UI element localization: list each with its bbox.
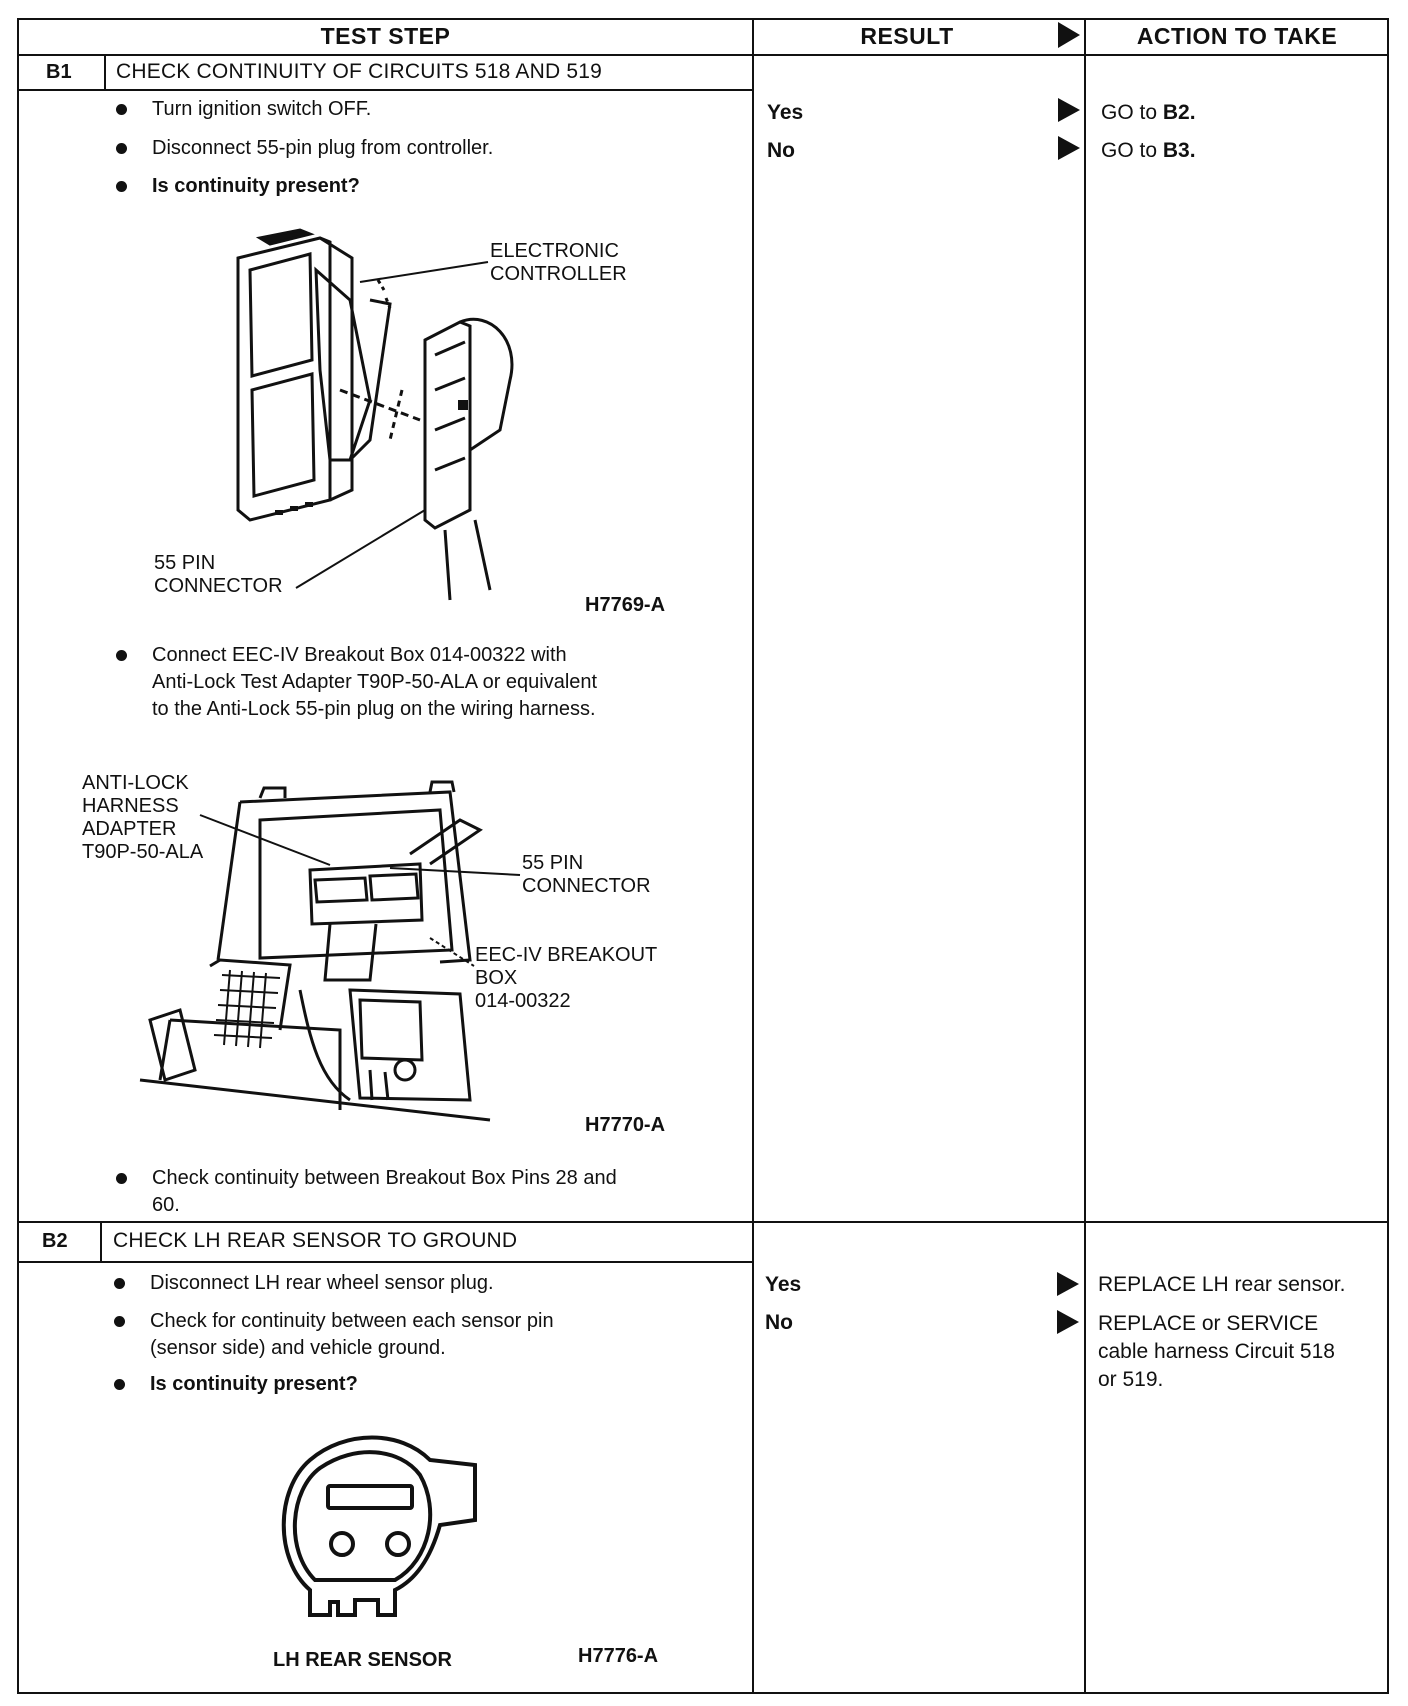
b2-action-no: REPLACE or SERVICE cable harness Circuit… (1098, 1310, 1335, 1394)
label-connector-2: CONNECTOR (522, 875, 651, 897)
b1-bullet-ignition: Turn ignition switch OFF. (116, 96, 372, 123)
b1-result-yes: Yes (767, 101, 804, 124)
bullet-icon (116, 1173, 127, 1184)
figure-code-h7776: H7776-A (578, 1645, 659, 1667)
b1-action-no-prefix: GO to (1101, 139, 1163, 162)
header-arrow-icon (1058, 22, 1080, 48)
b1-bullet-question-text: Is continuity present? (152, 175, 360, 197)
breakout-box-illustration (139, 780, 491, 1122)
b1-arrow-no-icon (1058, 136, 1080, 160)
label-55-pin-connector-2: 55 PIN CONNECTOR (522, 852, 651, 898)
b1-bullet-disconnect: Disconnect 55-pin plug from controller. (116, 135, 494, 162)
b2-arrow-no-icon (1057, 1310, 1079, 1334)
label-anti-lock: ANTI-LOCK (82, 772, 189, 794)
bullet-icon (116, 104, 127, 115)
bullet-icon (114, 1278, 125, 1289)
b1-action-yes-target: B2. (1162, 101, 1196, 124)
b1-action-yes: GO to B2. (1101, 99, 1196, 127)
b2-result-yes: Yes (765, 1273, 802, 1296)
b2-step-id: B2 (42, 1230, 68, 1252)
header-test-step: TEST STEP (320, 22, 451, 49)
b2-title-divider (17, 1261, 754, 1263)
b2-arrow-yes-icon (1057, 1272, 1079, 1296)
b1-bullet-connect-line1: Connect EEC-IV Breakout Box 014-00322 wi… (152, 644, 567, 666)
label-55-pin: 55 PIN (154, 552, 216, 574)
b1-bullet-check-line2: 60. (152, 1194, 180, 1216)
b2-step-title: CHECK LH REAR SENSOR TO GROUND (113, 1229, 518, 1252)
label-55-pin-connector: 55 PIN CONNECTOR (154, 552, 283, 598)
label-eec-iv-breakout: EEC-IV BREAKOUT (475, 944, 658, 966)
b1-bullet-connect: Connect EEC-IV Breakout Box 014-00322 wi… (116, 642, 598, 723)
label-adapter-part: T90P-50-ALA (82, 841, 204, 863)
label-lh-rear-sensor: LH REAR SENSOR (273, 1649, 452, 1671)
b1-title-divider (17, 89, 754, 91)
b2-step-divider (17, 1221, 1389, 1223)
bullet-icon (116, 181, 127, 192)
b1-bullet-check-line1: Check continuity between Breakout Box Pi… (152, 1167, 617, 1189)
b2-bullet-disconnect-text: Disconnect LH rear wheel sensor plug. (150, 1272, 494, 1294)
b1-bullet-disconnect-text: Disconnect 55-pin plug from controller. (152, 137, 494, 159)
b2-action-no-line1: REPLACE or SERVICE (1098, 1312, 1319, 1335)
b2-bullet-disconnect: Disconnect LH rear wheel sensor plug. (114, 1270, 494, 1297)
header-result: RESULT (860, 22, 954, 49)
label-adapter: ADAPTER (82, 818, 177, 840)
label-breakout-box: EEC-IV BREAKOUT BOX 014-00322 (475, 944, 657, 1013)
bullet-icon (116, 143, 127, 154)
controller-illustration (236, 228, 514, 601)
bullet-icon (114, 1379, 125, 1390)
label-electronic: ELECTRONIC (490, 240, 619, 262)
lh-rear-sensor-illustration (281, 1435, 477, 1617)
label-controller: CONTROLLER (490, 263, 627, 285)
header-action: ACTION TO TAKE (1136, 22, 1338, 49)
b1-action-no: GO to B3. (1101, 137, 1196, 165)
b2-bullet-check-line1: Check for continuity between each sensor… (150, 1310, 554, 1332)
column-divider-action (1084, 18, 1086, 1694)
b1-bullet-ignition-text: Turn ignition switch OFF. (152, 98, 372, 120)
label-55-pin-2: 55 PIN (522, 852, 584, 874)
label-anti-lock-adapter: ANTI-LOCK HARNESS ADAPTER T90P-50-ALA (82, 772, 203, 864)
b2-id-divider (100, 1221, 102, 1262)
b1-bullet-connect-line3: to the Anti-Lock 55-pin plug on the wiri… (152, 698, 596, 720)
b1-bullet-question: Is continuity present? (116, 173, 360, 200)
b1-arrow-yes-icon (1058, 98, 1080, 122)
b1-step-id: B1 (46, 61, 72, 83)
b2-action-no-line2: cable harness Circuit 518 (1098, 1340, 1335, 1363)
b2-action-yes: REPLACE LH rear sensor. (1098, 1273, 1346, 1296)
b2-bullet-question-text: Is continuity present? (150, 1373, 358, 1395)
label-box: BOX (475, 967, 518, 989)
figure-code-h7770: H7770-A (585, 1114, 666, 1136)
b1-action-yes-prefix: GO to (1101, 101, 1163, 124)
b2-action-no-line3: or 519. (1098, 1368, 1164, 1391)
b1-bullet-connect-line2: Anti-Lock Test Adapter T90P-50-ALA or eq… (152, 671, 598, 693)
b1-result-no: No (767, 139, 795, 162)
b2-bullet-question: Is continuity present? (114, 1371, 358, 1398)
label-electronic-controller: ELECTRONIC CONTROLLER (490, 240, 627, 286)
bullet-icon (116, 650, 127, 661)
header-divider (17, 54, 1389, 56)
figure-code-h7769: H7769-A (585, 594, 666, 616)
table-frame (17, 18, 1389, 1694)
label-harness: HARNESS (82, 795, 179, 817)
column-divider-result (752, 18, 754, 1694)
b1-action-no-target: B3. (1162, 139, 1196, 162)
b1-bullet-check: Check continuity between Breakout Box Pi… (116, 1165, 617, 1219)
b1-id-divider (104, 54, 106, 90)
b2-bullet-check-line2: (sensor side) and vehicle ground. (150, 1337, 446, 1359)
b2-bullet-check: Check for continuity between each sensor… (114, 1308, 554, 1362)
bullet-icon (114, 1316, 125, 1327)
label-connector: CONNECTOR (154, 575, 283, 597)
b2-result-no: No (765, 1311, 793, 1334)
b1-step-title: CHECK CONTINUITY OF CIRCUITS 518 AND 519 (116, 60, 603, 83)
label-box-part: 014-00322 (475, 990, 571, 1012)
